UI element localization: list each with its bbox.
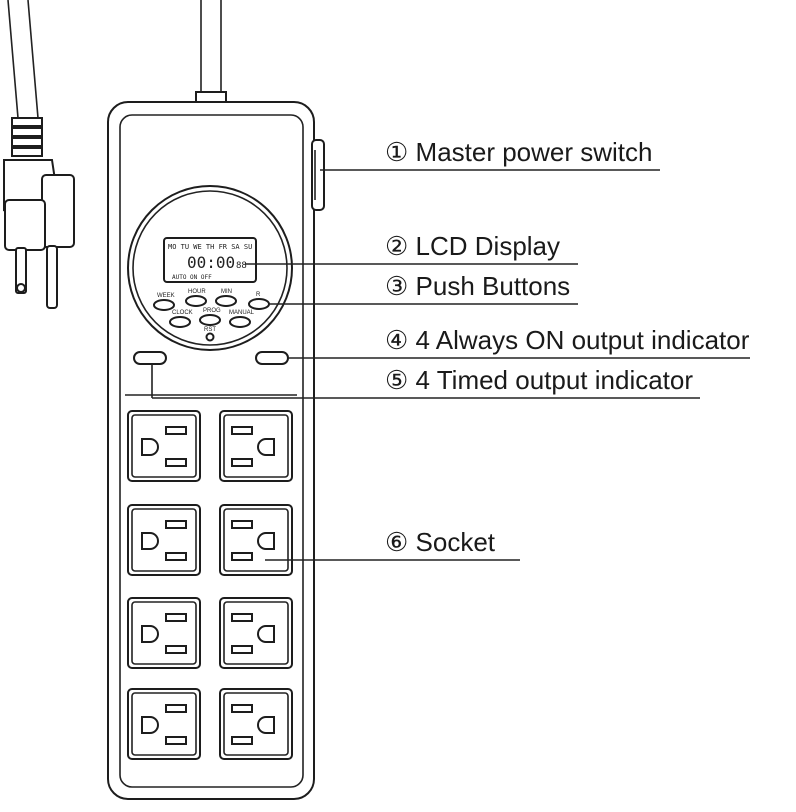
lcd-days-row: MO TU WE TH FR SA SU <box>168 243 252 251</box>
manual-button[interactable] <box>229 316 251 328</box>
clock-button[interactable] <box>169 316 191 328</box>
socket-outlet[interactable] <box>127 410 201 482</box>
callout-push-buttons: ③ Push Buttons <box>385 271 570 301</box>
lcd-display: MO TU WE TH FR SA SU 00:00 88 AUTO ON OF… <box>163 237 257 283</box>
hour-button-label: HOUR <box>188 289 206 295</box>
min-button-label: MIN <box>221 289 232 295</box>
socket-outlet[interactable] <box>127 597 201 669</box>
power-cord <box>195 0 227 103</box>
week-button-label: WEEK <box>157 293 175 299</box>
r-button[interactable] <box>248 298 270 310</box>
week-button[interactable] <box>153 299 175 311</box>
socket-outlet[interactable] <box>219 597 293 669</box>
always-on-output-indicator <box>255 351 750 365</box>
socket-outlet[interactable] <box>219 504 293 576</box>
r-button-label: R <box>256 292 261 298</box>
min-button[interactable] <box>215 295 237 307</box>
socket-grid <box>127 410 293 760</box>
prog-button[interactable] <box>199 314 221 326</box>
manual-button-label: MANUAL <box>229 310 255 316</box>
lcd-time-digits: 00:00 <box>187 253 235 272</box>
socket-outlet[interactable] <box>127 504 201 576</box>
lcd-auto-row: AUTO ON OFF <box>172 274 212 281</box>
callout-always-on-indicator: ④ 4 Always ON output indicator <box>385 325 750 355</box>
prog-button-label: PROG <box>203 308 221 314</box>
hour-button[interactable] <box>185 295 207 307</box>
socket-outlet[interactable] <box>219 688 293 760</box>
rst-button-label: RST <box>204 327 216 333</box>
callout-socket: ⑥ Socket <box>385 527 496 557</box>
plug-icon <box>3 0 75 309</box>
socket-outlet[interactable] <box>127 688 201 760</box>
lcd-seconds-digits: 88 <box>236 261 247 271</box>
callout-master-power-switch: ① Master power switch <box>385 137 653 167</box>
rst-button[interactable] <box>205 332 215 342</box>
socket-outlet[interactable] <box>219 410 293 482</box>
push-buttons: WEEK HOUR MIN R CLOCK PROG MANUAL RST <box>153 289 270 342</box>
timed-output-indicator <box>133 351 700 399</box>
callout-lcd-display: ② LCD Display <box>385 231 560 261</box>
master-power-switch[interactable] <box>311 139 325 211</box>
callout-timed-indicator: ⑤ 4 Timed output indicator <box>385 365 693 395</box>
clock-button-label: CLOCK <box>172 310 193 316</box>
